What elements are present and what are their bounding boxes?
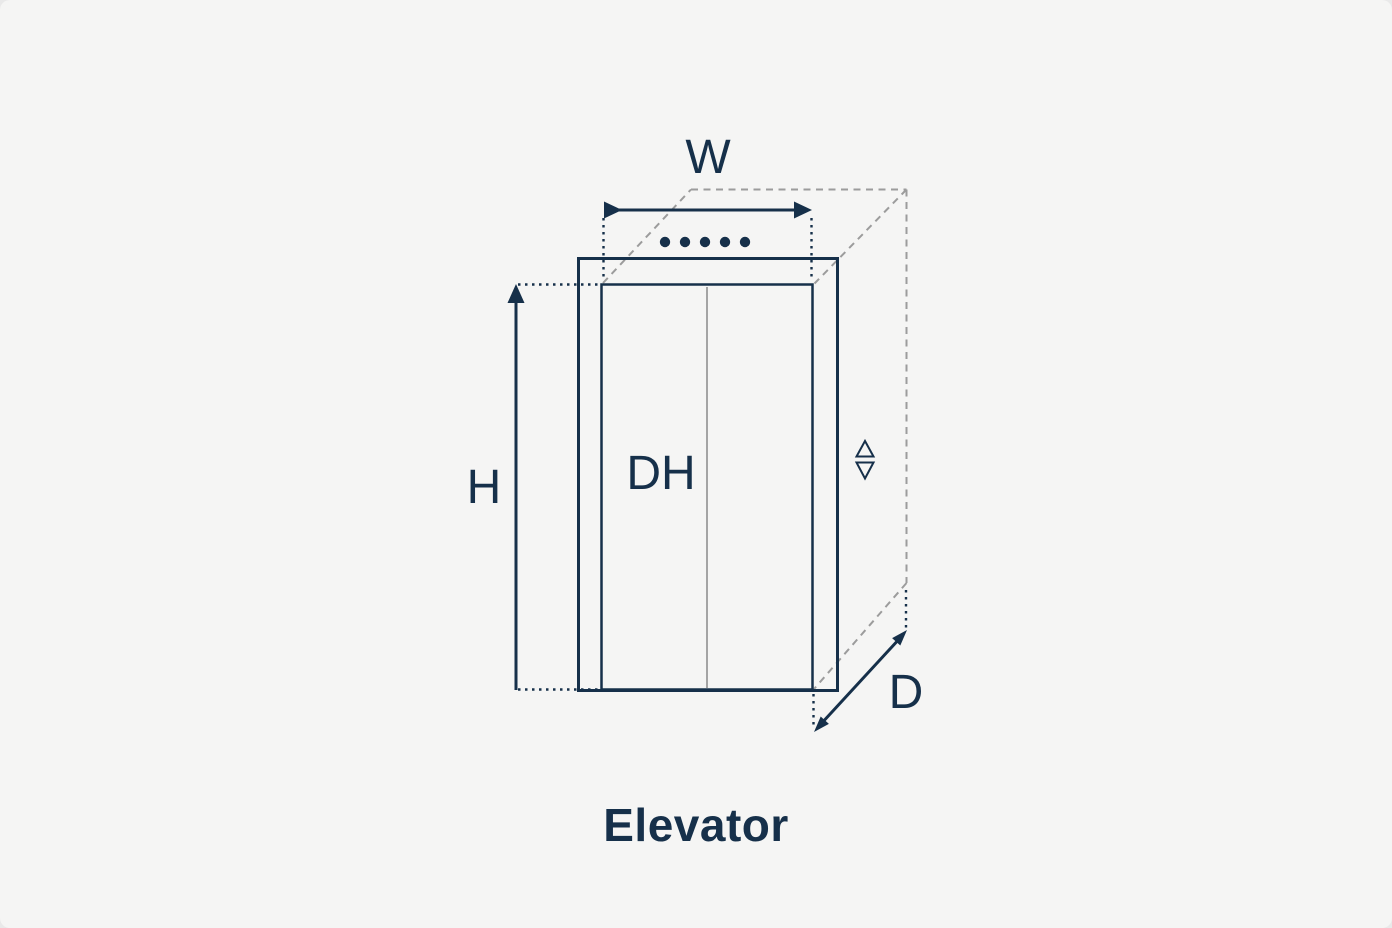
height-label: H (467, 461, 502, 514)
dashed-bottom-right-diagonal (813, 582, 908, 690)
depth-arrowhead-top (892, 630, 907, 646)
height-arrowhead-top (507, 284, 525, 303)
indicator-dot (679, 236, 691, 248)
indicator-dot (659, 236, 671, 248)
call-button-up-icon (854, 438, 876, 458)
depth-label: D (889, 666, 924, 719)
height-dimension-arrow (507, 283, 599, 691)
elevator-frame (577, 257, 839, 692)
width-dimension-arrow (602, 201, 813, 281)
call-button-down-icon (854, 461, 876, 481)
indicator-dot (739, 236, 751, 248)
width-arrowhead-right (794, 201, 812, 219)
width-label: W (685, 131, 731, 184)
indicator-dot (719, 236, 731, 248)
dashed-top-left-diagonal (602, 188, 692, 284)
diagram-title: Elevator (603, 799, 789, 851)
width-arrowhead-left (604, 201, 622, 219)
depth-arrowhead-bottom (814, 716, 829, 732)
depth-dashed-outline (602, 188, 908, 690)
depth-dimension-arrow (812, 590, 908, 732)
dashed-top-right-diagonal (813, 188, 908, 285)
door-height-label: DH (626, 447, 695, 500)
indicator-dot (699, 236, 711, 248)
floor-indicator-dots (659, 236, 751, 248)
call-buttons (854, 438, 876, 481)
elevator-door (600, 283, 814, 691)
depth-arrow-line (818, 635, 903, 727)
